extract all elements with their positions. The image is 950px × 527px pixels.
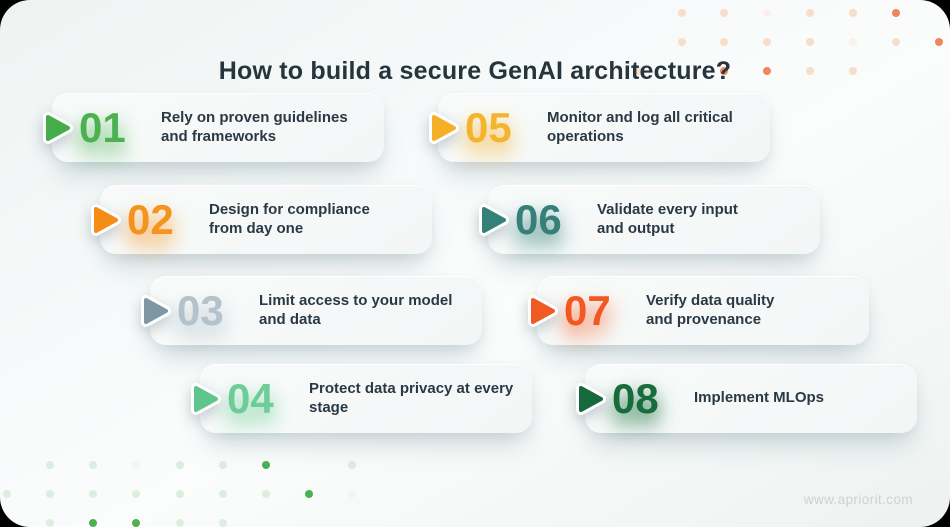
decorative-dot-green bbox=[262, 461, 270, 469]
decorative-dot-green bbox=[46, 461, 54, 469]
watermark: www.apriorit.com bbox=[803, 492, 913, 507]
step-card-6: 06 Validate every input and output bbox=[479, 185, 820, 254]
step-number: 02 bbox=[127, 195, 174, 243]
page-title: How to build a secure GenAI architecture… bbox=[218, 56, 732, 85]
step-label: Validate every input and output bbox=[597, 200, 738, 237]
step-number: 06 bbox=[515, 195, 562, 243]
decorative-dot-green bbox=[132, 461, 140, 469]
decorative-dot-orange bbox=[849, 9, 857, 17]
step-card-2: 02 Design for compliance from day one bbox=[91, 185, 432, 254]
play-arrow-icon bbox=[141, 294, 171, 327]
decorative-dot-orange bbox=[678, 38, 686, 46]
decorative-dot-green bbox=[219, 519, 227, 527]
decorative-dot-orange bbox=[806, 67, 814, 75]
decorative-dot-green bbox=[305, 490, 313, 498]
decorative-dot-green bbox=[46, 519, 54, 527]
play-arrow-icon bbox=[43, 111, 73, 144]
step-label: Design for compliance from day one bbox=[209, 200, 370, 237]
decorative-dot-orange bbox=[935, 38, 943, 46]
step-label: Protect data privacy at every stage bbox=[309, 379, 514, 416]
decorative-dot-orange bbox=[806, 38, 814, 46]
decorative-dot-green bbox=[176, 519, 184, 527]
step-number: 05 bbox=[465, 103, 512, 151]
decorative-dot-green bbox=[176, 461, 184, 469]
step-number: 04 bbox=[227, 374, 274, 422]
decorative-dot-orange bbox=[720, 9, 728, 17]
decorative-dot-orange bbox=[806, 9, 814, 17]
decorative-dot-orange bbox=[720, 38, 728, 46]
step-card-1: 01 Rely on proven guidelines and framewo… bbox=[43, 93, 384, 162]
step-number: 03 bbox=[177, 286, 224, 334]
decorative-dot-green bbox=[176, 490, 184, 498]
step-number: 01 bbox=[79, 103, 126, 151]
step-label: Implement MLOps bbox=[694, 389, 825, 407]
decorative-dot-green bbox=[3, 519, 11, 527]
step-card-5: 05 Monitor and log all critical operatio… bbox=[429, 93, 770, 162]
decorative-dot-green bbox=[219, 490, 227, 498]
decorative-dot-green bbox=[3, 490, 11, 498]
step-number: 08 bbox=[612, 374, 659, 422]
decorative-dot-green bbox=[89, 461, 97, 469]
play-arrow-icon bbox=[191, 382, 221, 415]
step-card-3: 03 Limit access to your model and data bbox=[141, 276, 482, 345]
decorative-dot-green bbox=[348, 490, 356, 498]
decorative-dot-green bbox=[132, 490, 140, 498]
decorative-dot-green bbox=[46, 490, 54, 498]
step-label: Limit access to your model and data bbox=[259, 291, 453, 328]
decorative-dot-green bbox=[348, 461, 356, 469]
play-arrow-icon bbox=[429, 111, 459, 144]
step-label: Rely on proven guidelines and frameworks bbox=[161, 108, 348, 145]
play-arrow-icon bbox=[91, 203, 121, 236]
play-arrow-icon bbox=[576, 382, 606, 415]
play-arrow-icon bbox=[528, 294, 558, 327]
decorative-dot-green bbox=[89, 519, 97, 527]
decorative-dot-orange bbox=[678, 9, 686, 17]
decorative-dot-orange bbox=[763, 9, 771, 17]
step-label: Monitor and log all critical operations bbox=[547, 108, 733, 145]
step-card-8: 08 Implement MLOps bbox=[576, 364, 917, 433]
decorative-dot-orange bbox=[892, 9, 900, 17]
decorative-dot-orange bbox=[849, 67, 857, 75]
step-label: Verify data quality and provenance bbox=[646, 291, 775, 328]
decorative-dot-orange bbox=[763, 38, 771, 46]
decorative-dot-orange bbox=[635, 67, 643, 75]
decorative-dot-green bbox=[262, 490, 270, 498]
decorative-dot-green bbox=[132, 519, 140, 527]
step-card-7: 07 Verify data quality and provenance bbox=[528, 276, 869, 345]
decorative-dot-orange bbox=[763, 67, 771, 75]
play-arrow-icon bbox=[479, 203, 509, 236]
decorative-dot-green bbox=[89, 490, 97, 498]
decorative-dot-green bbox=[219, 461, 227, 469]
decorative-dot-orange bbox=[849, 38, 857, 46]
step-card-4: 04 Protect data privacy at every stage bbox=[191, 364, 532, 433]
decorative-dot-orange bbox=[720, 67, 728, 75]
step-number: 07 bbox=[564, 286, 611, 334]
decorative-dot-orange bbox=[892, 38, 900, 46]
